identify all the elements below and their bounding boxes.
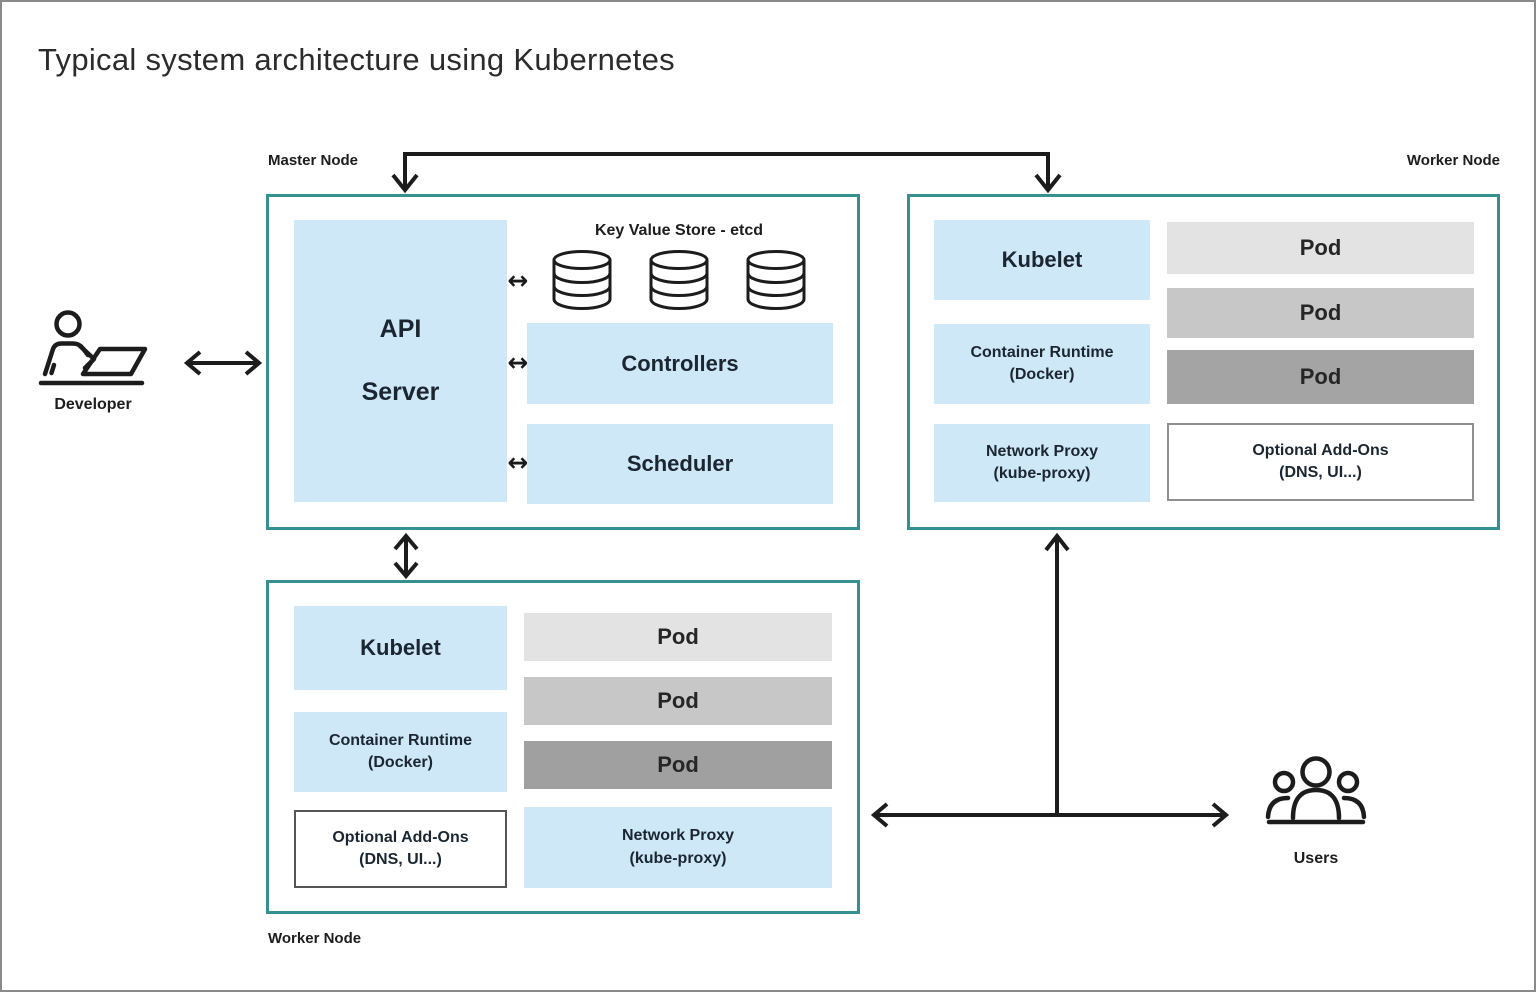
scheduler-box: Scheduler [527, 424, 833, 504]
developer-to-master-arrow [183, 350, 263, 376]
database-cylinder-icon [746, 250, 806, 310]
database-cylinder-icon [552, 250, 612, 310]
users-icon [1265, 756, 1367, 825]
master-node-label: Master Node [268, 152, 359, 169]
etcd-label: Key Value Store - etcd [594, 222, 764, 239]
users-to-worker-arrows [870, 532, 1230, 828]
page-title: Typical system architecture using Kubern… [38, 42, 675, 77]
container-runtime-line1: Container Runtime [970, 343, 1114, 361]
pod-box: Pod [1167, 288, 1474, 338]
container-runtime-line2: (Docker) [368, 754, 433, 771]
bidirectional-arrow-controllers: ↔ [507, 348, 529, 377]
container-runtime-box: Container Runtime (Docker) [934, 324, 1150, 404]
optional-addons-line1: Optional Add-Ons [332, 828, 469, 846]
api-server-line1: API [379, 315, 422, 343]
master-to-worker-bottom-arrow [393, 532, 419, 580]
optional-addons-box: Optional Add-Ons (DNS, UI...) [294, 810, 507, 888]
container-runtime-line2: (Docker) [1009, 366, 1075, 383]
kubelet-box: Kubelet [934, 220, 1150, 300]
api-server-line2: Server [361, 378, 440, 406]
worker-node-top: Kubelet Container Runtime (Docker) Netwo… [907, 194, 1500, 530]
optional-addons-line2: (DNS, UI...) [359, 851, 442, 868]
network-proxy-line2: (kube-proxy) [629, 849, 727, 867]
network-proxy-line1: Network Proxy [985, 442, 1099, 460]
network-proxy-box: Network Proxy (kube-proxy) [934, 424, 1150, 502]
api-server-box: API Server [294, 220, 507, 502]
pod-box: Pod [524, 741, 832, 789]
pod-box: Pod [524, 677, 832, 725]
container-runtime-box: Container Runtime (Docker) [294, 712, 507, 792]
worker-node-bottom-label: Worker Node [268, 930, 362, 947]
kubelet-box: Kubelet [294, 606, 507, 690]
worker-node-top-label: Worker Node [1406, 152, 1500, 169]
optional-addons-line2: (DNS, UI...) [1279, 464, 1362, 481]
database-cylinder-icon [649, 250, 709, 310]
master-node: API Server Key Value Store - etcd [266, 194, 860, 530]
bidirectional-arrow-scheduler: ↔ [507, 448, 529, 477]
pod-box: Pod [1167, 222, 1474, 274]
bidirectional-arrow-etcd: ↔ [507, 266, 529, 295]
worker-node-bottom: Kubelet Container Runtime (Docker) Optio… [266, 580, 860, 914]
optional-addons-line1: Optional Add-Ons [1252, 441, 1389, 459]
pod-box: Pod [524, 613, 832, 661]
master-to-worker-top-arrow [391, 152, 1062, 194]
pod-box: Pod [1167, 350, 1474, 404]
container-runtime-line1: Container Runtime [328, 731, 473, 749]
network-proxy-line2: (kube-proxy) [993, 465, 1091, 482]
developer-label: Developer [54, 396, 132, 413]
optional-addons-box: Optional Add-Ons (DNS, UI...) [1167, 423, 1474, 501]
users-label: Users [1293, 850, 1339, 867]
network-proxy-line1: Network Proxy [621, 827, 735, 845]
developer-icon [38, 310, 148, 386]
controllers-box: Controllers [527, 323, 833, 404]
network-proxy-box: Network Proxy (kube-proxy) [524, 807, 832, 888]
